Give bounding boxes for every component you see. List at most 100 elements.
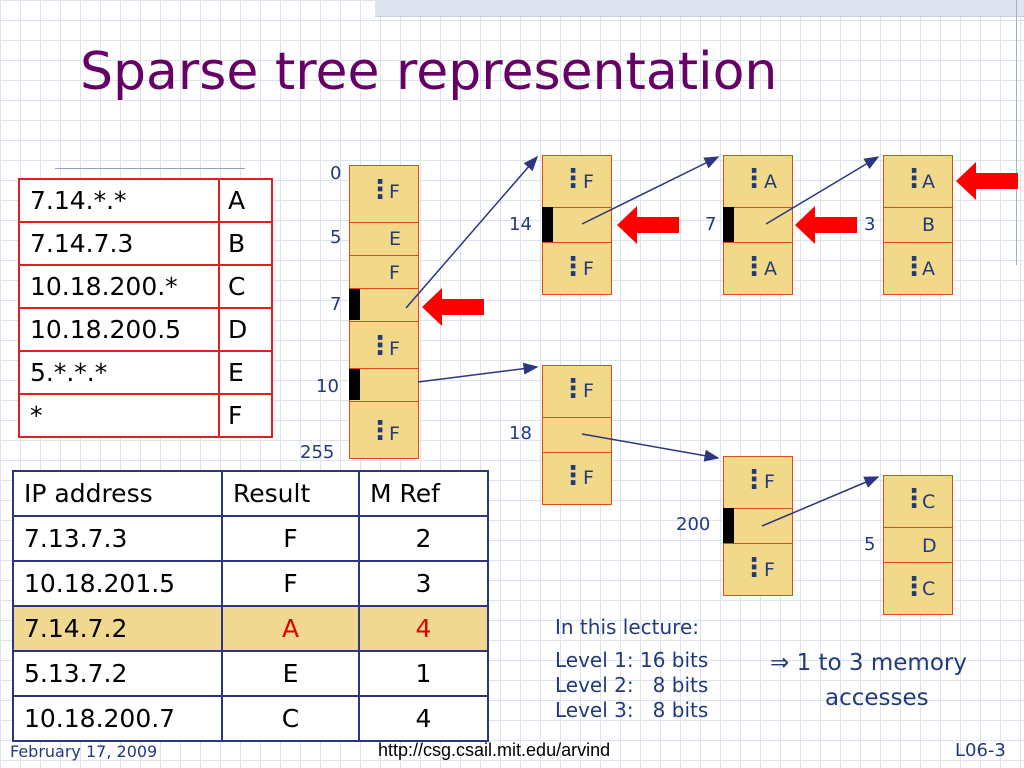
level1-line: Level 1: 16 bits — [555, 648, 709, 672]
footer-date: February 17, 2009 — [10, 742, 158, 761]
leaf-node-b — [883, 475, 953, 615]
pointer-line — [761, 476, 880, 527]
prefix-cell: 10.18.200.5 — [18, 307, 220, 352]
ellipsis-icon: ⋮ — [741, 164, 767, 194]
pointer-marker — [723, 207, 734, 242]
ip-cell: 5.13.7.2 — [12, 650, 223, 697]
pointer-marker — [349, 289, 360, 320]
lookup-row: 7.13.7.3 F 2 — [12, 515, 489, 562]
l4b-entry: C — [922, 578, 936, 600]
lookup-row-highlighted: 7.14.7.2 A 4 — [12, 605, 489, 652]
l2b-index: 18 — [509, 423, 532, 444]
root-entry: F — [389, 181, 400, 203]
pointer-line — [405, 155, 538, 309]
root-index-0: 0 — [330, 163, 342, 184]
result-cell: B — [218, 221, 273, 266]
l4a-entry: B — [922, 214, 936, 236]
pointer-marker — [349, 369, 360, 400]
ip-cell: 10.18.201.5 — [12, 560, 223, 607]
ellipsis-icon: ⋮ — [367, 416, 393, 446]
l2a-index: 14 — [509, 214, 532, 235]
header-band — [375, 0, 1024, 17]
ellipsis-icon: ⋮ — [741, 553, 767, 583]
lookup-row: 10.18.201.5 F 3 — [12, 560, 489, 607]
l2a-entry: F — [583, 171, 594, 193]
lecture-notes: In this lecture: Level 1: 16 bits Level … — [555, 615, 708, 723]
l3a-entry: A — [764, 171, 777, 193]
pointer-marker — [723, 508, 734, 543]
red-arrow-icon — [956, 162, 1018, 200]
level2-line: Level 2: 8 bits — [555, 673, 709, 697]
red-arrow-icon — [422, 288, 484, 326]
prefix-row: 10.18.200.*C — [18, 264, 273, 309]
pointer-marker — [542, 207, 553, 242]
pointer-line — [417, 362, 539, 383]
ellipsis-icon: ⋮ — [367, 175, 393, 205]
ellipsis-icon: ⋮ — [741, 465, 767, 495]
ellipsis-icon: ⋮ — [560, 164, 586, 194]
footer-page-number: L06-3 — [955, 740, 1006, 761]
l3b-index: 200 — [676, 514, 711, 535]
ellipsis-icon: ⋮ — [741, 252, 767, 282]
footer-url[interactable]: http://csg.csail.mit.edu/arvind — [378, 740, 611, 760]
prefix-cell: 10.18.200.* — [18, 264, 220, 309]
root-index-5: 5 — [330, 227, 342, 248]
mref-cell: 1 — [358, 650, 489, 697]
mref-cell: 3 — [358, 560, 489, 607]
prefix-cell: 7.14.*.* — [18, 178, 220, 223]
root-entry: E — [389, 228, 402, 250]
result-cell: A — [218, 178, 273, 223]
root-index-7: 7 — [330, 294, 342, 315]
ellipsis-icon: ⋮ — [901, 572, 927, 602]
level3-node-a — [723, 155, 793, 295]
l4b-entry: C — [922, 491, 936, 513]
level2-node-b — [542, 365, 612, 505]
result-cell: D — [218, 307, 273, 352]
ip-cell: 7.13.7.3 — [12, 515, 223, 562]
red-arrow-icon — [795, 206, 857, 244]
ellipsis-icon: ⋮ — [901, 252, 927, 282]
result-cell: C — [218, 264, 273, 309]
pointer-line — [765, 156, 880, 225]
header-mref: M Ref — [358, 470, 489, 517]
l3b-entry: F — [764, 471, 775, 493]
result-cell: F — [221, 560, 360, 607]
header-ip: IP address — [12, 470, 223, 517]
result-cell: A — [221, 605, 360, 652]
prefix-row: *F — [18, 393, 273, 438]
l3a-entry: A — [764, 258, 777, 280]
root-entry: F — [389, 338, 400, 360]
result-cell: F — [218, 393, 273, 438]
prefix-row: 7.14.*.*A — [18, 178, 273, 223]
l4b-index: 5 — [864, 534, 876, 555]
ellipsis-icon: ⋮ — [560, 461, 586, 491]
lecture-heading: In this lecture: — [555, 615, 699, 639]
root-entry: F — [389, 423, 400, 445]
level3-line: Level 3: 8 bits — [555, 698, 709, 722]
decorative-rule — [55, 168, 245, 169]
l4a-entry: A — [922, 258, 935, 280]
slide-title: Sparse tree representation — [80, 42, 778, 102]
ip-cell: 10.18.200.7 — [12, 695, 223, 742]
mref-cell: 4 — [358, 605, 489, 652]
prefix-cell: 5.*.*.* — [18, 350, 220, 395]
result-cell: E — [218, 350, 273, 395]
ellipsis-icon: ⋮ — [560, 374, 586, 404]
prefix-cell: 7.14.7.3 — [18, 221, 220, 266]
leaf-node-a — [883, 155, 953, 295]
pointer-line — [581, 156, 720, 225]
lookup-table: IP address Result M Ref 7.13.7.3 F 2 10.… — [12, 470, 489, 742]
ellipsis-icon: ⋮ — [560, 252, 586, 282]
l3b-entry: F — [764, 559, 775, 581]
result-cell: C — [221, 695, 360, 742]
header-result: Result — [221, 470, 360, 517]
result-cell: E — [221, 650, 360, 697]
prefix-row: 5.*.*.*E — [18, 350, 273, 395]
red-arrow-icon — [617, 206, 679, 244]
root-entry: F — [389, 262, 400, 284]
memory-note-line1: ⇒ 1 to 3 memory — [770, 650, 967, 676]
